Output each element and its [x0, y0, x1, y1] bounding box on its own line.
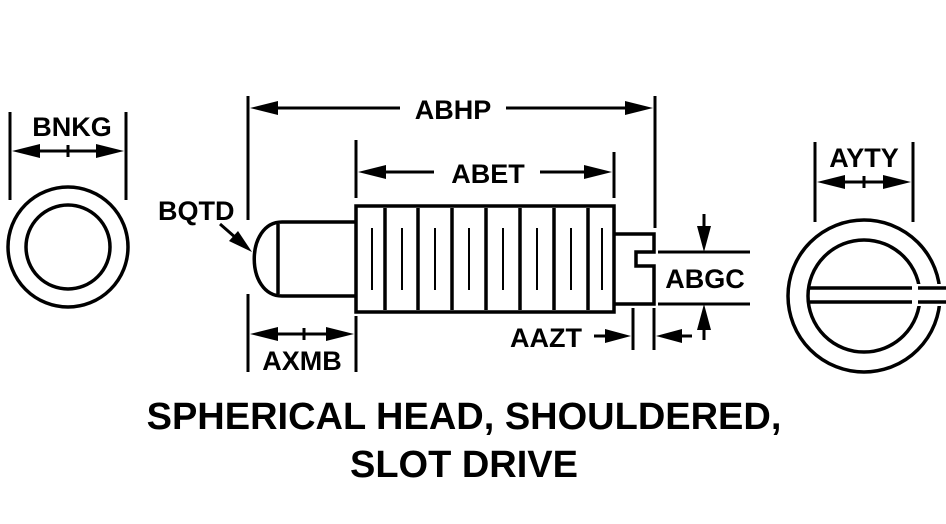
abhp-dimension: ABHP [246, 95, 657, 228]
thread-lines [371, 208, 603, 310]
abet-dimension: ABET [354, 140, 616, 198]
bqtd-leader: BQTD [158, 196, 252, 252]
caption-line-1: SPHERICAL HEAD, SHOULDERED, [147, 396, 782, 438]
aazt-dimension: AAZT [510, 308, 692, 353]
caption-line-2: SLOT DRIVE [350, 444, 578, 486]
bnkg-label: BNKG [32, 112, 112, 142]
ayty-dimension: AYTY [813, 142, 915, 222]
left-end-view [6, 185, 130, 309]
abgc-label: ABGC [665, 264, 745, 294]
axmb-label: AXMB [262, 346, 342, 376]
ayty-label: AYTY [829, 143, 899, 173]
bnkg-dimension: BNKG [8, 112, 128, 200]
abgc-dimension: ABGC [658, 214, 750, 340]
abet-label: ABET [451, 159, 525, 189]
abhp-label: ABHP [415, 95, 492, 125]
caption: SPHERICAL HEAD, SHOULDERED, SLOT DRIVE [147, 396, 782, 486]
screw-side-view [252, 204, 656, 314]
bqtd-label: BQTD [158, 196, 235, 226]
right-end-view [786, 218, 946, 374]
axmb-dimension: AXMB [246, 294, 358, 376]
aazt-label: AAZT [510, 323, 582, 353]
